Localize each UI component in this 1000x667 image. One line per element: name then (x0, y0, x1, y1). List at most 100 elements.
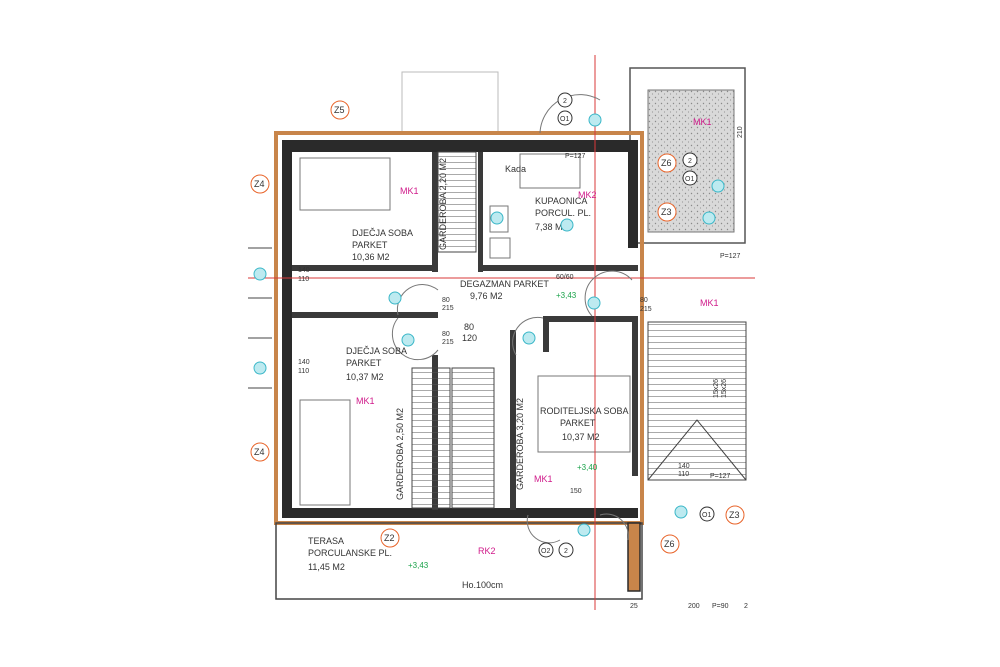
tag-2-top: 2 (557, 92, 573, 108)
svg-text:O1: O1 (702, 512, 711, 519)
terrace-column (627, 522, 641, 592)
stair-landing (647, 419, 747, 481)
level-terrace: +3,43 (408, 561, 429, 570)
terrace-name: TERASA (308, 536, 344, 546)
dim-win80: 80 (464, 322, 474, 332)
dim-door80-c: 80 (640, 297, 648, 304)
staircase (647, 321, 747, 481)
tag-z3-right: Z3 (725, 505, 745, 525)
wardrobe-2 (411, 367, 451, 509)
hall-name: DEGAZMAN PARKET (460, 279, 549, 289)
railing-label: Ho.100cm (462, 580, 503, 590)
dim-h110: 110 (678, 471, 689, 478)
svg-text:Z4: Z4 (254, 447, 265, 457)
hall-area: 9,76 M2 (470, 291, 503, 301)
svg-text:Z3: Z3 (729, 510, 740, 520)
tag-z3-mid: Z3 (657, 202, 677, 222)
room1-name: DJEČJA SOBA (352, 228, 413, 238)
dim-140-bot: 140 (298, 359, 310, 366)
room2-floor: PARKET (346, 358, 382, 368)
dim-win120: 120 (462, 333, 477, 343)
tag-o1-right: O1 (682, 170, 698, 186)
dim-110-bot: 110 (298, 368, 309, 375)
dim-v150: 150 (570, 488, 582, 495)
dim-pv127b: P=127 (720, 253, 741, 260)
svg-text:Z5: Z5 (334, 105, 345, 115)
svg-text:O1: O1 (560, 116, 569, 123)
dim-winbath: 60/60 (556, 274, 574, 281)
svg-text:2: 2 (688, 158, 692, 165)
master-area: 10,37 M2 (562, 432, 600, 442)
tag-z6-bottom: Z6 (660, 534, 680, 554)
dim-bottom25: 25 (630, 603, 638, 610)
dim-pv127c: P=127 (710, 473, 731, 480)
dim-door215-b: 215 (442, 339, 454, 346)
dim-door80: 80 (442, 297, 450, 304)
wardrobe-3 (451, 367, 495, 509)
tag-o1-bottom: O1 (699, 506, 715, 522)
wardrobe-1 (437, 151, 477, 253)
room2-name: DJEČJA SOBA (346, 346, 407, 356)
room1-area: 10,36 M2 (352, 252, 390, 262)
level-master: +3,40 (577, 463, 598, 472)
wardrobe3-label: GARDEROBA 3,20 M2 (515, 398, 525, 490)
dim-stair1: 15x26 (713, 379, 720, 398)
dim-pv127a: P=127 (565, 153, 586, 160)
wardrobe1-label: GARDEROBA 2,20 M2 (438, 158, 448, 250)
svg-text:2: 2 (563, 98, 567, 105)
terrace-floor: PORCULANSKE PL. (308, 548, 392, 558)
tag-mk1-room1: MK1 (400, 186, 419, 196)
svg-text:Z2: Z2 (384, 533, 395, 543)
tag-z5-top: Z5 (330, 100, 350, 120)
tag-o2-bottom: O2 (538, 542, 554, 558)
window-left (248, 247, 272, 389)
dim-h140: 140 (678, 463, 690, 470)
terrace-outline (275, 522, 643, 600)
tag-o1-top: O1 (557, 110, 573, 126)
tag-mk2-bath: MK2 (578, 190, 597, 200)
tag-z2: Z2 (380, 528, 400, 548)
tag-z4-top: Z4 (250, 174, 270, 194)
svg-text:Z4: Z4 (254, 179, 265, 189)
master-floor: PARKET (560, 418, 596, 428)
tag-mk1-master: MK1 (534, 474, 553, 484)
dim-110-top: 110 (298, 276, 309, 283)
wardrobe2-label: GARDEROBA 2,50 M2 (395, 408, 405, 500)
tag-mk1-room2: MK1 (356, 396, 375, 406)
dim-210: 210 (737, 126, 744, 138)
bath-floor: PORCUL. PL. (535, 208, 591, 218)
tag-2-right: 2 (682, 152, 698, 168)
tag-rk2-terrace: RK2 (478, 546, 496, 556)
dim-bottom200: 200 (688, 603, 700, 610)
dim-door215-c: 215 (640, 306, 652, 313)
svg-text:O1: O1 (685, 176, 694, 183)
svg-text:Z3: Z3 (661, 207, 672, 217)
dim-last: 2 (744, 603, 748, 610)
kada-label: Kada (505, 164, 526, 174)
room1-floor: PARKET (352, 240, 388, 250)
svg-text:2: 2 (564, 548, 568, 555)
room2-area: 10,37 M2 (346, 372, 384, 382)
dim-140-top: 140 (298, 267, 310, 274)
svg-text:Z6: Z6 (664, 539, 675, 549)
tag-mk1-stair: MK1 (700, 298, 719, 308)
bath-area: 7,38 M2 (535, 222, 568, 232)
svg-text:Z6: Z6 (661, 158, 672, 168)
tag-mk1-top: MK1 (693, 117, 712, 127)
door-swings (391, 94, 633, 544)
terrace-area: 11,45 M2 (308, 562, 345, 572)
furniture (299, 153, 631, 506)
master-name: RODITELJSKA SOBA (540, 406, 629, 416)
tag-2-bottom: 2 (558, 542, 574, 558)
level-hall: +3,43 (556, 291, 577, 300)
dim-door80-b: 80 (442, 331, 450, 338)
svg-text:O2: O2 (541, 548, 550, 555)
bath-name: KUPAONICA (535, 196, 587, 206)
cyan-markers (253, 113, 725, 537)
exterior-walls (274, 131, 644, 525)
roof-outline (401, 71, 499, 133)
tag-z6-top: Z6 (657, 153, 677, 173)
dim-stair2: 15x26 (721, 379, 728, 398)
tag-z4-bottom: Z4 (250, 442, 270, 462)
